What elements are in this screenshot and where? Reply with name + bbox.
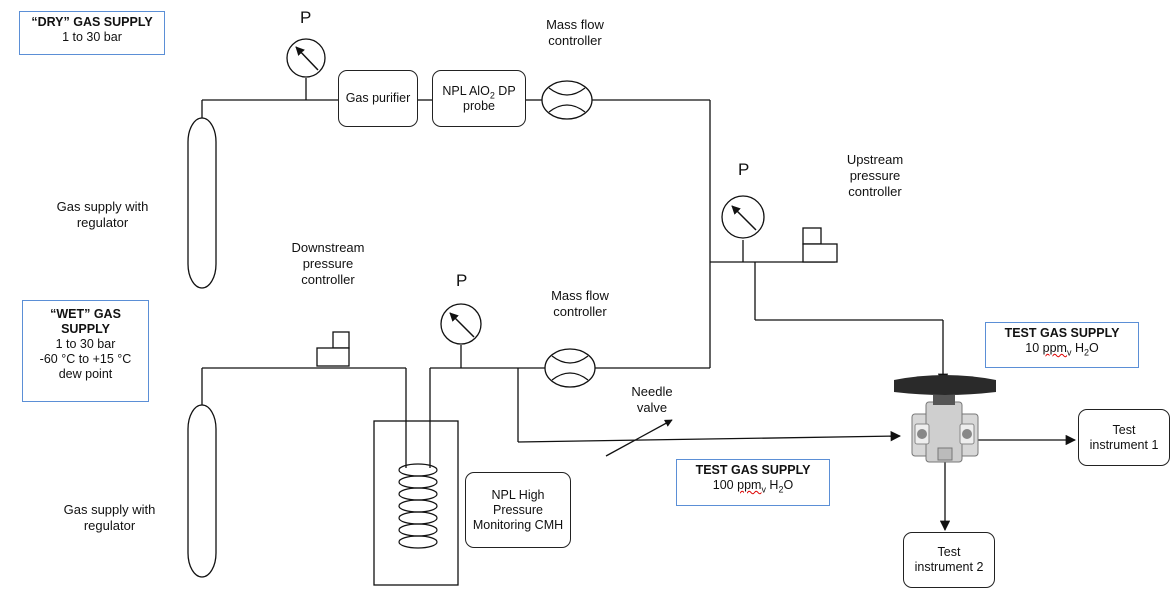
test-instrument-1-line2: instrument 1 xyxy=(1089,437,1159,452)
dry-gas-supply-box: “DRY” GAS SUPPLY 1 to 30 bar xyxy=(19,11,165,55)
test-gas-supply-10-box: TEST GAS SUPPLY 10 ppmv H2O xyxy=(985,322,1139,368)
upstream-pressure-gauge-icon xyxy=(721,195,765,239)
dry-supply-title: “DRY” GAS SUPPLY xyxy=(31,15,153,29)
dry-supply-range: 1 to 30 bar xyxy=(62,30,122,44)
npl-cmh-box: NPL High Pressure Monitoring CMH xyxy=(465,472,571,548)
needle-valve-arrow xyxy=(605,419,673,457)
gas-purifier-label: Gas purifier xyxy=(345,91,411,105)
npl-probe-line1: NPL AlO2 DP xyxy=(442,83,516,100)
test-instrument-1-line1: Test xyxy=(1112,422,1136,437)
npl-probe-line2: probe xyxy=(463,98,495,113)
downstream-pressure-controller-icon xyxy=(316,331,350,367)
humidifier-coil-icon xyxy=(398,463,438,549)
dry-pressure-gauge-icon xyxy=(286,38,326,78)
dry-gauge-label: P xyxy=(300,8,312,27)
dry-mass-flow-controller-icon xyxy=(541,80,593,120)
test-supply-10-title: TEST GAS SUPPLY xyxy=(1004,326,1120,340)
gas-purifier-box: Gas purifier xyxy=(338,70,418,127)
wet-gauge-label: P xyxy=(456,271,468,290)
upstream-gauge-label: P xyxy=(738,160,750,179)
npl-cmh-line2: Pressure xyxy=(492,502,544,517)
wet-supply-range: 1 to 30 bar xyxy=(55,337,116,351)
wet-supply-dew-label: dew point xyxy=(58,367,113,381)
wet-mass-flow-controller-icon xyxy=(544,348,596,388)
upstream-pressure-controller-icon xyxy=(802,227,838,263)
dry-gas-cylinder xyxy=(187,117,217,289)
test-supply-100-value: 100 ppmv H2O xyxy=(712,478,794,495)
test-supply-10-value: 10 ppmv H2O xyxy=(1025,341,1099,358)
wet-supply-dew-range: -60 °C to +15 °C xyxy=(39,352,132,366)
npl-dp-probe-box: NPL AlO2 DP probe xyxy=(432,70,526,127)
test-supply-100-title: TEST GAS SUPPLY xyxy=(695,463,811,477)
wet-supply-title: “WET” GAS SUPPLY xyxy=(50,307,121,336)
npl-cmh-line1: NPL High xyxy=(491,487,545,502)
test-instrument-2-box: Test instrument 2 xyxy=(903,532,995,588)
test-instrument-2-line2: instrument 2 xyxy=(914,560,984,574)
wet-gas-supply-box: “WET” GAS SUPPLY 1 to 30 bar -60 °C to +… xyxy=(22,300,149,402)
test-instrument-2-line1: Test xyxy=(937,545,961,559)
test-gas-supply-100-box: TEST GAS SUPPLY 100 ppmv H2O xyxy=(676,459,830,506)
wet-pressure-gauge-icon xyxy=(440,303,482,345)
humidifier-vessel xyxy=(373,420,459,586)
npl-cmh-line3: Monitoring CMH xyxy=(472,517,564,532)
test-instrument-1-box: Test instrument 1 xyxy=(1078,409,1170,466)
wet-gas-cylinder xyxy=(187,404,217,578)
three-way-valve-icon xyxy=(894,375,996,463)
